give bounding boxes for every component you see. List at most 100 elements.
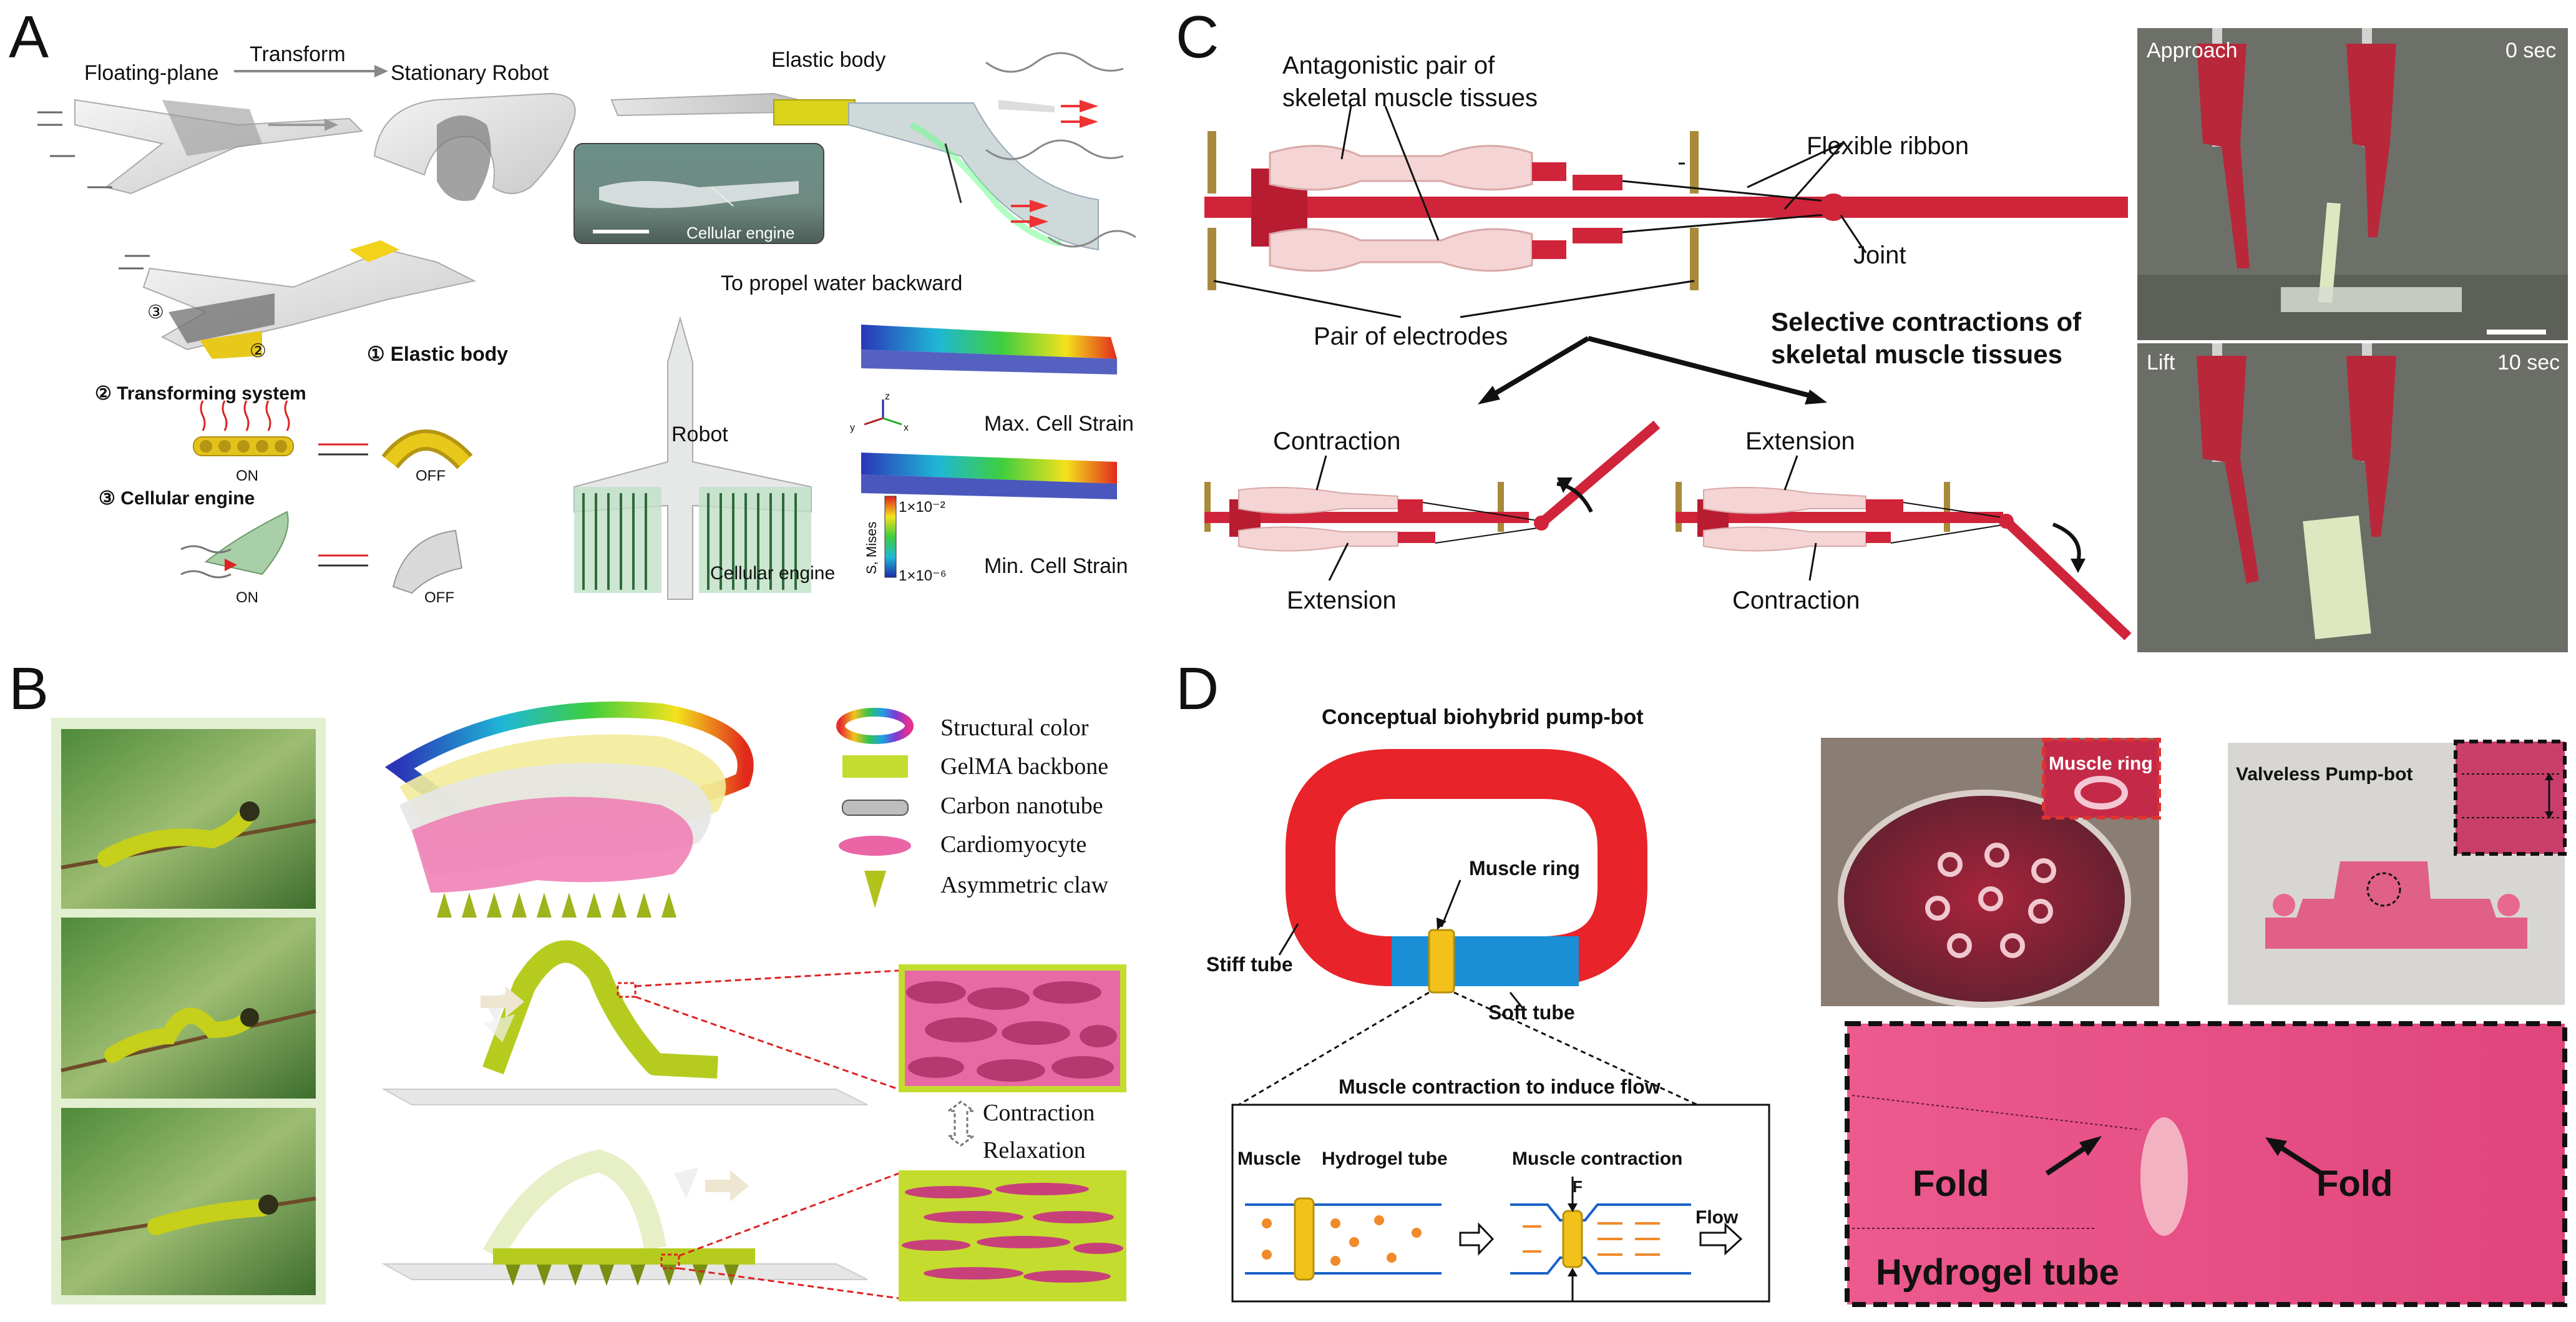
transition-arrow <box>1459 1222 1495 1256</box>
soft-tube-label: Soft tube <box>1488 1001 1575 1024</box>
cellular-engine-off-drawing <box>392 529 463 594</box>
muscle-device-left <box>1204 420 1661 581</box>
panel-letter-b: B <box>9 655 49 722</box>
cellular-engine-photo <box>573 143 824 244</box>
hydrogel-tube-big-label: Hydrogel tube <box>1876 1252 2119 1293</box>
crawling-robot-contracted <box>381 940 899 1105</box>
valveless-pumpbot-photo <box>2228 740 2567 1005</box>
green-block-icon <box>842 755 908 778</box>
panel-d: D Conceptual biohybrid pump-bot Muscle r… <box>1176 655 2567 1307</box>
panel-letter-d: D <box>1176 655 1219 722</box>
assembled-plane-drawing <box>119 240 476 359</box>
crawling-robot-relaxed <box>381 1149 899 1300</box>
fem-max-strain-drawing <box>861 325 1117 375</box>
transform-label: Transform <box>250 42 346 66</box>
time-0-label: 0 sec <box>2505 39 2556 62</box>
stationary-robot-label: Stationary Robot <box>391 61 549 85</box>
legend-label-1: GelMA backbone <box>940 753 1108 780</box>
flow-diagram-contracted <box>1510 1177 1691 1301</box>
transforming-off-drawing <box>381 429 473 469</box>
pair-electrodes-label: Pair of electrodes <box>1314 323 1508 350</box>
contraction-label: Contraction <box>983 1100 1095 1126</box>
off-label-1: OFF <box>416 468 446 484</box>
robot-label: Robot <box>671 423 728 446</box>
lift-photo <box>2137 343 2568 652</box>
zoom-line-right <box>1453 991 1698 1106</box>
colorbar-bottom-label: 1×10⁻⁶ <box>899 567 947 584</box>
caterpillar-photo-3 <box>61 1108 316 1295</box>
plane-to-robot-arrowhead <box>324 119 338 131</box>
selective-line-1: Selective contractions of <box>1771 307 2082 336</box>
cellular-engine-on-drawing <box>180 511 289 579</box>
axis-x-label: x <box>904 423 909 433</box>
transforming-on-drawing <box>193 400 294 456</box>
cell-icon <box>839 836 911 856</box>
colorbar <box>884 496 897 578</box>
legend-label-4: Asymmetric claw <box>940 872 1109 898</box>
joint-label: Joint <box>1853 242 1906 269</box>
legend-label-3: Cardiomyocyte <box>940 831 1086 858</box>
exploded-layers-drawing <box>384 701 754 918</box>
transforming-system-label: ② Transforming system <box>95 383 306 404</box>
selective-line-2: skeletal muscle tissues <box>1771 340 2062 369</box>
flow-box <box>1231 1104 1770 1303</box>
robot-topview-drawing <box>573 316 812 600</box>
muscle-ring-label: Muscle ring <box>1469 857 1580 879</box>
selective-arrows <box>1478 336 1827 404</box>
direction-arrow-2 <box>705 1170 749 1202</box>
panel-a: A Floating-plane Transform Stationary Ro… <box>9 4 1136 606</box>
approach-photo <box>2137 28 2568 340</box>
axis-z-label: z <box>885 391 890 402</box>
min-strain-label: Min. Cell Strain <box>984 554 1128 578</box>
elastic-body-top-label: Elastic body <box>771 48 886 72</box>
on-label-1: ON <box>236 468 258 484</box>
pumpbot-loop-drawing <box>1278 749 1647 1009</box>
lift-label: Lift <box>2147 351 2175 375</box>
approach-label: Approach <box>2147 39 2238 62</box>
claw-icon <box>864 871 886 908</box>
panel-c: C Antagonistic pair of skeletal muscle t… <box>1176 4 2568 652</box>
panel-b: B <box>9 655 1126 1305</box>
antagonistic-line-2: skeletal muscle tissues <box>1282 84 1538 112</box>
nanotube-icon <box>842 800 909 816</box>
force-label: F <box>1573 1177 1583 1196</box>
left-bottom-label: Extension <box>1287 587 1397 614</box>
zoom-contracted <box>899 964 1126 1092</box>
axis-y-label: y <box>850 423 855 433</box>
inset-muscle-ring-label: Muscle ring <box>2049 753 2153 774</box>
stationary-robot-drawing <box>373 92 576 201</box>
muscle-device-main <box>1204 105 2128 318</box>
callout-2: ② <box>250 341 266 361</box>
right-bottom-label: Contraction <box>1732 587 1860 614</box>
petri-dish-photo <box>1821 738 2161 1008</box>
legend-label-0: Structural color <box>940 715 1089 741</box>
left-top-label: Contraction <box>1273 428 1401 455</box>
rainbow-ring-icon <box>836 708 914 744</box>
time-10-label: 10 sec <box>2497 351 2560 375</box>
colorbar-title: S, Mises <box>864 522 879 574</box>
flow-label: Flow <box>1695 1207 1739 1228</box>
panel-letter-a: A <box>9 4 49 71</box>
colorbar-top-label: 1×10⁻² <box>899 499 945 516</box>
panel-letter-c: C <box>1176 4 1219 71</box>
cellular-engine-bottom-label: Cellular engine <box>710 563 835 584</box>
hydrogel-zoom-photo <box>1845 1021 2567 1307</box>
muscle-contraction-label: Muscle contraction <box>1512 1148 1682 1169</box>
muscle-device-right <box>1676 455 2132 640</box>
legend: Structural color GelMA backbone Carbon n… <box>836 708 1109 908</box>
caterpillar-photo-1 <box>61 729 316 909</box>
flow-diagram-relaxed <box>1245 1197 1442 1281</box>
cellular-engine-num-label: ③ Cellular engine <box>99 488 255 509</box>
hydrogel-tube-label: Hydrogel tube <box>1322 1148 1448 1169</box>
axis-triad-icon: z y x <box>850 391 909 433</box>
fold-right-label: Fold <box>2316 1163 2393 1204</box>
cellular-engine-inset-label: Cellular engine <box>686 223 794 242</box>
legend-label-2: Carbon nanotube <box>940 793 1103 819</box>
contraction-relaxation-arrow <box>945 1100 977 1147</box>
relaxation-label: Relaxation <box>983 1137 1086 1163</box>
transform-arrowhead <box>374 65 388 77</box>
elastic-body-num-label: ① Elastic body <box>367 343 508 365</box>
zoom-relaxed <box>899 1170 1126 1301</box>
floating-plane-drawing <box>37 99 364 195</box>
muscle-label: Muscle <box>1237 1148 1301 1169</box>
